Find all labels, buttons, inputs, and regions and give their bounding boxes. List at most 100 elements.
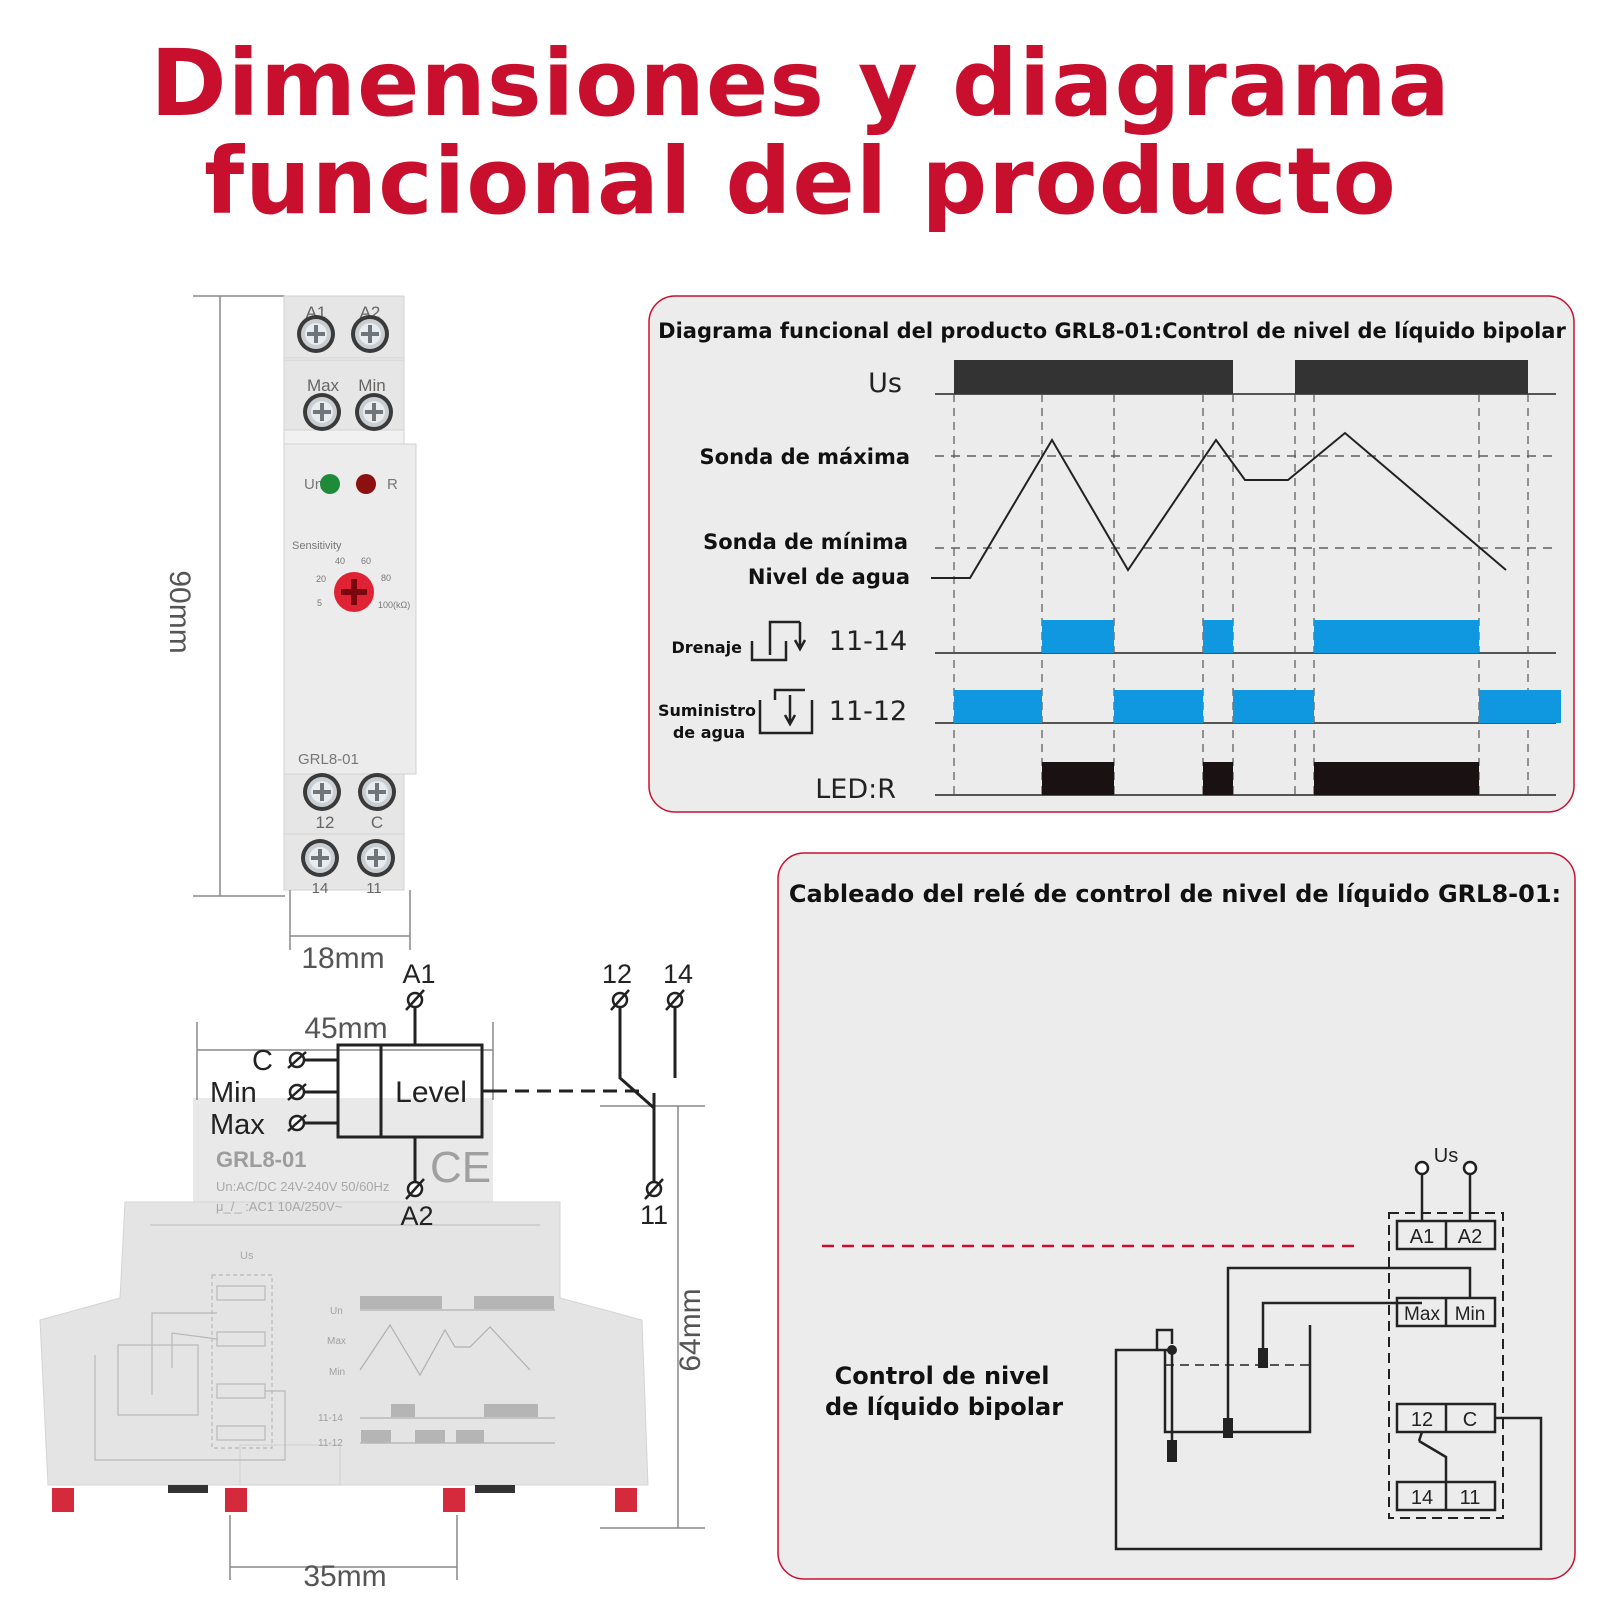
led-pulse-2 (1203, 762, 1233, 795)
wiring-caption-line-1: Control de nivel (835, 1362, 1050, 1390)
device-front: A1 A2 Max Min Un R Sensitivity 5 20 40 6… (283, 295, 417, 897)
dimension-90mm-label: 90mm (163, 570, 196, 653)
terminal-14-label: 14 (312, 880, 329, 897)
dimension-18mm: 18mm (289, 890, 411, 975)
dimension-64mm-label: 64mm (674, 1288, 707, 1371)
common-probe-electrode (1167, 1440, 1177, 1462)
row-drain-contact-label: 11-14 (829, 626, 907, 657)
dimension-45mm: 45mm (196, 1012, 494, 1100)
sensitivity-mark-40: 40 (335, 556, 345, 566)
sensitivity-label: Sensitivity (292, 540, 342, 552)
supply-pulse-2 (1114, 690, 1203, 723)
row-water-level-label: Nivel de agua (748, 565, 910, 589)
led-r-label: R (387, 476, 398, 493)
device-model-label: GRL8-01 (298, 751, 359, 768)
led-pulse-3 (1314, 762, 1479, 795)
sensitivity-mark-100: 100(kΩ) (378, 600, 410, 610)
wiring-us-label: Us (1434, 1145, 1458, 1167)
row-drain-label: Drenaje (671, 638, 742, 657)
probe-threshold-lines (935, 455, 1556, 549)
common-probe-junction (1167, 1345, 1177, 1355)
schematic-a2-label: A2 (400, 1201, 433, 1231)
terminal-12-screw (303, 773, 341, 811)
sensitivity-mark-20: 20 (316, 574, 326, 584)
dimension-90mm: 90mm (163, 295, 285, 897)
wiring-c-label: C (1463, 1409, 1477, 1431)
wiring-min-label: Min (1455, 1304, 1486, 1325)
dimension-35mm-label: 35mm (303, 1560, 386, 1593)
terminal-12-label: 12 (316, 813, 335, 832)
mini-un-label: Un (330, 1306, 343, 1317)
sensitivity-mark-5: 5 (317, 598, 322, 608)
schematic-11-label: 11 (640, 1200, 668, 1230)
schematic-c-label: C (252, 1045, 273, 1077)
schematic-terminals (287, 989, 685, 1200)
min-probe-electrode (1258, 1348, 1268, 1368)
terminal-max-screw (303, 393, 341, 431)
timing-event-markers (953, 394, 1529, 795)
row-min-probe-label: Sonda de mínima (703, 530, 908, 554)
wiring-panel-title: Cableado del relé de control de nivel de… (789, 880, 1561, 908)
mini-11-14-label: 11-14 (318, 1413, 343, 1424)
dimension-18mm-label: 18mm (301, 942, 384, 975)
row-led-label: LED:R (815, 774, 896, 805)
device-side: GRL8-01 Un:AC/DC 24V-240V 50/60Hz μ⁢_/_ … (39, 1098, 649, 1512)
mini-min-label: Min (329, 1367, 345, 1378)
wiring-max-label: Max (1404, 1304, 1440, 1325)
drain-pulse-2 (1203, 620, 1233, 653)
terminal-a2-screw (351, 315, 389, 353)
drain-pulse-1 (1042, 620, 1114, 653)
terminal-c-screw (358, 773, 396, 811)
led-un-indicator (320, 474, 340, 494)
row-max-probe-label: Sonda de máxima (700, 445, 910, 469)
dimension-45mm-label: 45mm (304, 1012, 387, 1045)
wiring-a2-label: A2 (1458, 1226, 1482, 1248)
page-title-line-2: funcional del producto (204, 128, 1397, 235)
wiring-caption-line-2: de líquido bipolar (825, 1393, 1063, 1421)
wiring-11-label: 11 (1460, 1487, 1481, 1509)
supply-pulse-4 (1479, 690, 1561, 723)
row-supply-label-line-1: Suministro (658, 701, 756, 720)
schematic-level-label: Level (395, 1076, 467, 1109)
terminal-a1-screw (297, 315, 335, 353)
us-on-bar-1 (954, 360, 1233, 394)
circuit-schematic (304, 1004, 677, 1185)
ce-mark: CE (430, 1143, 491, 1192)
timing-panel: Diagrama funcional del producto GRL8-01:… (648, 295, 1575, 813)
wiring-diagram (1114, 1174, 1543, 1551)
terminal-11-screw (357, 839, 395, 877)
us-on-bar-2 (1295, 360, 1528, 394)
supply-symbol (758, 688, 814, 735)
terminal-min-label: Min (358, 376, 385, 395)
dimension-35mm: 35mm (229, 1515, 458, 1593)
drain-pulse-3 (1314, 620, 1479, 653)
side-spec-line-1: Un:AC/DC 24V-240V 50/60Hz (216, 1179, 389, 1194)
row-us-label: Us (868, 368, 902, 399)
terminal-14-screw (301, 839, 339, 877)
led-r-indicator (356, 474, 376, 494)
sensitivity-knob[interactable] (334, 572, 374, 612)
wiring-14-label: 14 (1411, 1487, 1433, 1509)
tank-level-lines (1165, 1364, 1310, 1433)
row-supply-label-line-2: de agua (673, 723, 745, 742)
schematic-min-label: Min (210, 1077, 257, 1109)
max-probe-electrode (1223, 1418, 1233, 1438)
led-pulse-1 (1042, 762, 1114, 795)
wiring-a1-label: A1 (1410, 1226, 1434, 1248)
schematic-max-label: Max (210, 1109, 265, 1141)
supply-pulse-1 (954, 690, 1042, 723)
schematic-14-label: 14 (663, 959, 693, 989)
side-model-label: GRL8-01 (216, 1147, 306, 1172)
terminal-min-screw (355, 393, 393, 431)
mini-11-12-label: 11-12 (318, 1438, 343, 1449)
wiring-panel: Cableado del relé de control de nivel de… (777, 852, 1576, 1580)
timing-panel-title: Diagrama funcional del producto GRL8-01:… (658, 319, 1566, 343)
us-terminal-2 (1462, 1160, 1478, 1176)
mini-us-label: Us (240, 1250, 254, 1262)
dimension-64mm: 64mm (600, 1105, 707, 1529)
page-title-line-1: Dimensiones y diagrama (150, 30, 1451, 137)
mini-max-label: Max (327, 1336, 346, 1347)
terminal-max-label: Max (307, 376, 340, 395)
sensitivity-mark-60: 60 (361, 556, 371, 566)
